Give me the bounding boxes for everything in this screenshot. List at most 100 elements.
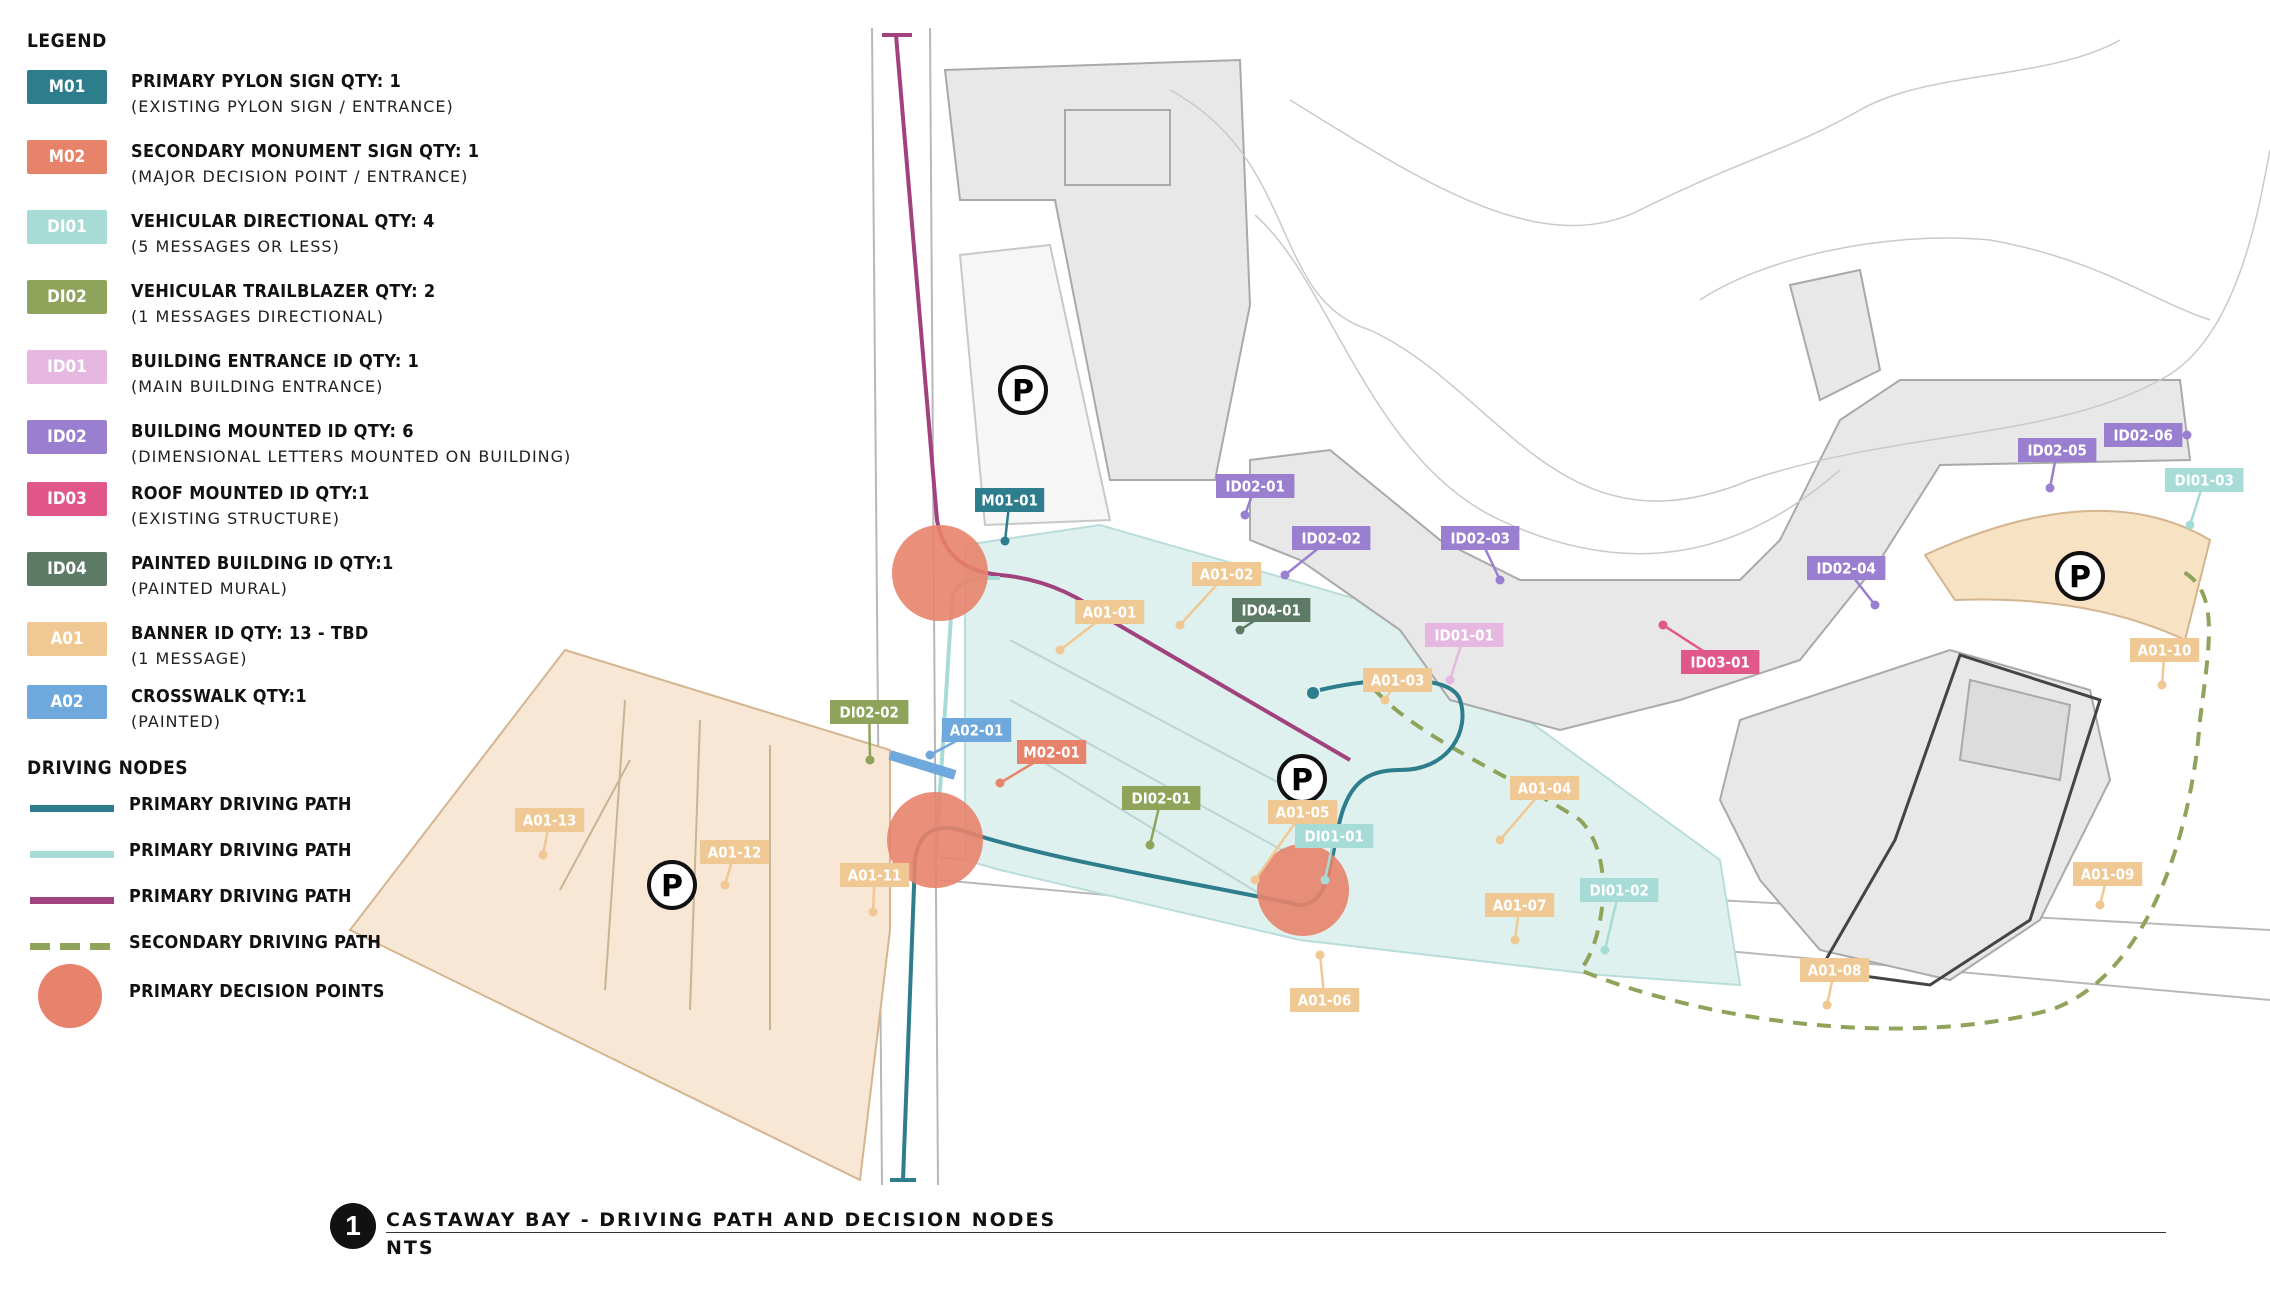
sign-tag-label: A01-11 — [848, 867, 902, 885]
sign-tag-label: A01-02 — [1200, 566, 1254, 584]
sign-tag-box — [830, 700, 909, 724]
sign-tag-label: ID03-01 — [1691, 654, 1750, 672]
sign-tag-box — [1075, 600, 1145, 624]
sign-tag-box — [700, 840, 770, 864]
contour-lines — [1169, 39, 2270, 555]
sign-tag-label: A01-04 — [1518, 780, 1572, 798]
legend-swatch-id01: ID01 — [27, 350, 107, 384]
sign-tag-label: M01-01 — [981, 492, 1038, 510]
driving-node-label: PRIMARY DECISION POINTS — [129, 981, 385, 1002]
sign-tag-a01-12: A01-12 — [700, 840, 770, 890]
secondary-driving-path — [1373, 568, 2211, 1031]
sign-tag-label: ID02-06 — [2114, 427, 2173, 445]
sign-tag-di02-01: DI02-01 — [1122, 786, 1201, 850]
sign-location-marker — [2157, 680, 2167, 690]
sign-tag-a01-05: A01-05 — [1250, 800, 1338, 885]
sign-tag-box — [1363, 668, 1433, 692]
legend-swatch-id04: ID04 — [27, 552, 107, 586]
sign-location-marker — [1320, 875, 1330, 885]
sign-location-marker — [1240, 510, 1250, 520]
legend-label: VEHICULAR TRAILBLAZER QTY: 2 — [131, 281, 436, 302]
legend-swatch-a02: A02 — [27, 685, 107, 719]
sign-location-marker — [1445, 675, 1455, 685]
sign-tag-label: A01-07 — [1493, 897, 1547, 915]
legend-swatch-m02: M02 — [27, 140, 107, 174]
sign-tag-box — [1441, 526, 1520, 550]
sign-tag-a01-09: A01-09 — [2073, 862, 2143, 910]
svg-text:P: P — [661, 869, 683, 904]
legend-swatch-di01: DI01 — [27, 210, 107, 244]
sign-tag-box — [1017, 740, 1087, 764]
title-rule — [386, 1232, 2166, 1233]
sign-tag-label: A01-08 — [1808, 962, 1862, 980]
sign-tag-a01-11: A01-11 — [840, 863, 910, 917]
sign-location-marker — [1250, 875, 1260, 885]
sign-tag-box — [1425, 623, 1504, 647]
legend-swatch-id03: ID03 — [27, 482, 107, 516]
drawing-scale: NTS — [386, 1237, 435, 1259]
sign-tag-id02-03: ID02-03 — [1441, 526, 1520, 585]
sign-tag-a01-02: A01-02 — [1175, 562, 1262, 630]
sign-location-marker — [1870, 600, 1880, 610]
sign-location-marker — [538, 850, 548, 860]
sign-tag-di01-01: DI01-01 — [1295, 824, 1374, 885]
sign-tag-label: ID02-04 — [1817, 560, 1876, 578]
sign-tag-box — [2104, 423, 2183, 447]
legend-swatch-id02: ID02 — [27, 420, 107, 454]
decision-points — [887, 525, 1349, 936]
legend-label: PRIMARY PYLON SIGN QTY: 1 — [131, 71, 402, 92]
drawing-title-block: 1 CASTAWAY BAY - DRIVING PATH AND DECISI… — [330, 1195, 2270, 1275]
sign-tag-id02-05: ID02-05 — [2018, 438, 2097, 493]
legend-label: BUILDING ENTRANCE ID QTY: 1 — [131, 351, 420, 372]
sign-location-marker — [1000, 536, 1010, 546]
legend-sublabel: (5 MESSAGES OR LESS) — [131, 237, 340, 256]
sign-tag-id02-04: ID02-04 — [1807, 556, 1886, 610]
legend-label: SECONDARY MONUMENT SIGN QTY: 1 — [131, 141, 480, 162]
parking-symbol: P — [1277, 754, 1327, 804]
sign-tag-box — [515, 808, 585, 832]
legend-label: BUILDING MOUNTED ID QTY: 6 — [131, 421, 414, 442]
sign-tag-box — [1681, 650, 1760, 674]
legend-decision-point-swatch — [38, 964, 102, 1028]
sign-tag-box — [1192, 562, 1262, 586]
drawing-number-badge: 1 — [330, 1203, 376, 1249]
sign-tag-box — [1295, 824, 1374, 848]
driving-nodes-title: DRIVING NODES — [27, 757, 189, 779]
legend-sublabel: (1 MESSAGE) — [131, 649, 248, 668]
sign-tag-box — [2130, 638, 2200, 662]
sign-tag-di01-03: DI01-03 — [2165, 468, 2244, 530]
sign-location-marker — [1280, 570, 1290, 580]
legend-path-swatch — [30, 805, 114, 812]
driving-node-label: PRIMARY DRIVING PATH — [129, 794, 352, 815]
decision-point — [1257, 844, 1349, 936]
sign-tag-label: A01-10 — [2138, 642, 2192, 660]
legend-label: CROSSWALK QTY:1 — [131, 686, 307, 707]
sign-location-marker — [1235, 625, 1245, 635]
svg-text:P: P — [1291, 763, 1313, 798]
sign-tag-box — [1580, 878, 1659, 902]
sign-tag-label: A02-01 — [950, 722, 1004, 740]
parking-lot-central — [964, 523, 1742, 987]
sign-location-marker — [925, 750, 935, 760]
legend-sublabel: (MAJOR DECISION POINT / ENTRANCE) — [131, 167, 469, 186]
path-end-dot — [1307, 687, 1319, 699]
sign-tag-label: ID02-05 — [2028, 442, 2087, 460]
sign-tag-label: ID01-01 — [1435, 627, 1494, 645]
sign-location-marker — [2095, 900, 2105, 910]
sign-tag-box — [2165, 468, 2244, 492]
sign-tag-label: DI02-01 — [1132, 790, 1191, 808]
sign-tag-label: A01-01 — [1083, 604, 1137, 622]
legend-path-swatch — [30, 897, 114, 904]
legend-sublabel: (DIMENSIONAL LETTERS MOUNTED ON BUILDING… — [131, 447, 572, 466]
sign-tag-label: DI02-02 — [840, 704, 899, 722]
sign-tag-label: A01-06 — [1298, 992, 1352, 1010]
legend-swatch-a01: A01 — [27, 622, 107, 656]
legend-label: BANNER ID QTY: 13 - TBD — [131, 623, 369, 644]
sign-tag-a01-07: A01-07 — [1485, 893, 1555, 945]
legend-sublabel: (PAINTED) — [131, 712, 221, 731]
parking-symbol: P — [998, 365, 1048, 415]
sign-tag-label: ID02-02 — [1302, 530, 1361, 548]
sign-location-marker — [2045, 483, 2055, 493]
sign-tag-label: DI01-02 — [1590, 882, 1649, 900]
